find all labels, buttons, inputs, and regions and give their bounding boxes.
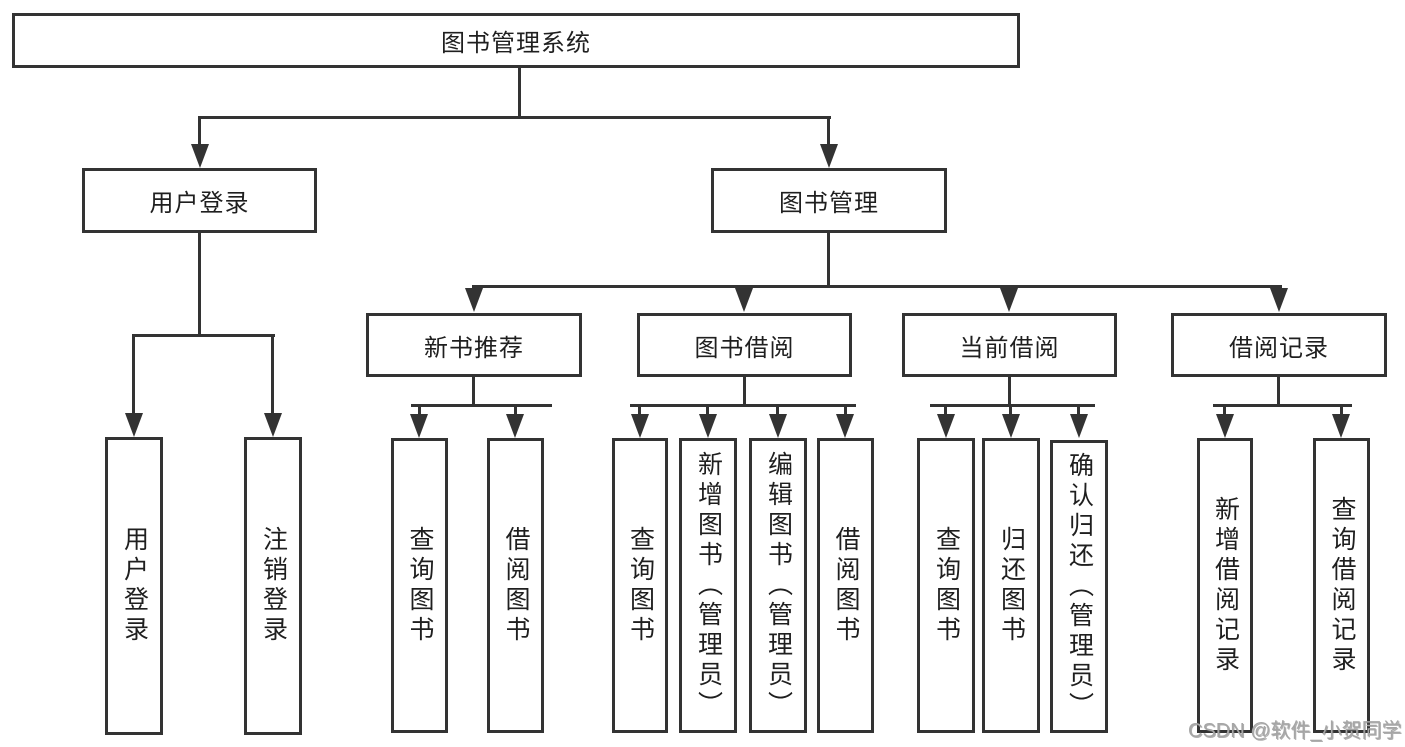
arrow-to-book-borrow xyxy=(735,288,753,312)
arrow-to-rec-query xyxy=(410,414,428,438)
connector-mgmt-stub xyxy=(827,116,830,146)
node-br-query-record-label: 查询借阅记录 xyxy=(1328,495,1356,676)
connector-borrow-child4-stub xyxy=(844,404,847,416)
node-rec-query-books-label: 查询图书 xyxy=(406,525,434,646)
node-borrow-records: 借阅记录 xyxy=(1171,313,1387,377)
node-bb-query-books: 查询图书 xyxy=(612,438,668,733)
node-leaf-user-login: 用户登录 xyxy=(105,437,163,735)
node-user-login: 用户登录 xyxy=(82,168,317,233)
arrow-to-current-borrow xyxy=(1000,288,1018,312)
arrow-to-bb-borrow xyxy=(836,414,854,438)
arrow-to-bb-query xyxy=(631,414,649,438)
node-current-borrow: 当前借阅 xyxy=(902,313,1117,377)
node-cb-query-books: 查询图书 xyxy=(917,438,975,733)
node-book-borrow-label: 图书借阅 xyxy=(694,334,795,362)
connector-history-drop xyxy=(1277,376,1280,406)
node-cb-query-books-label: 查询图书 xyxy=(932,525,961,646)
connector-current-hline xyxy=(930,404,1095,407)
node-new-book-rec-label: 新书推荐 xyxy=(424,334,524,362)
arrow-to-br-query xyxy=(1332,414,1350,438)
connector-history-child2-stub xyxy=(1340,404,1343,416)
csdn-watermark: CSDN @软件_小贺同学 xyxy=(1188,720,1402,742)
connector-current-child1-stub xyxy=(944,404,947,416)
node-current-borrow-label: 当前借阅 xyxy=(959,334,1060,362)
arrow-to-borrow-records xyxy=(1270,288,1288,312)
arrow-to-br-add xyxy=(1216,414,1234,438)
arrow-to-cb-query xyxy=(937,414,955,438)
node-rec-borrow-books: 借阅图书 xyxy=(487,438,544,733)
connector-level3-hline xyxy=(472,285,1282,288)
node-bb-add-books-label: 新增图书（管理员） xyxy=(694,450,723,721)
arrow-to-bb-add xyxy=(699,414,717,438)
connector-login-child2-stub xyxy=(271,334,274,414)
node-book-mgmt-label: 图书管理 xyxy=(779,190,879,217)
connector-borrow-child1-stub xyxy=(638,404,641,416)
connector-rec-hline xyxy=(411,404,552,407)
connector-login-hline xyxy=(132,334,275,337)
connector-login-drop xyxy=(198,232,201,336)
node-rec-borrow-books-label: 借阅图书 xyxy=(502,525,530,646)
arrow-to-new-book-rec xyxy=(465,288,483,312)
connector-current-drop xyxy=(1008,376,1011,406)
connector-borrow-hline xyxy=(630,404,856,407)
connector-root-drop xyxy=(518,67,521,118)
node-bb-borrow-books: 借阅图书 xyxy=(817,438,874,733)
connector-current-child2-stub xyxy=(1009,404,1012,416)
node-borrow-records-label: 借阅记录 xyxy=(1229,334,1329,362)
node-cb-confirm-return-label: 确认归还（管理员） xyxy=(1065,451,1094,722)
arrow-to-cb-return xyxy=(1002,414,1020,438)
node-bb-edit-books: 编辑图书（管理员） xyxy=(749,438,807,733)
node-br-query-record: 查询借阅记录 xyxy=(1313,438,1370,733)
connector-history-hline xyxy=(1213,404,1352,407)
node-br-add-record: 新增借阅记录 xyxy=(1197,438,1253,733)
node-bb-add-books: 新增图书（管理员） xyxy=(679,438,737,733)
connector-rec-drop xyxy=(472,376,475,406)
node-leaf-logout-label: 注销登录 xyxy=(259,526,288,646)
connector-borrow-child3-stub xyxy=(776,404,779,416)
node-bb-edit-books-label: 编辑图书（管理员） xyxy=(764,450,793,721)
node-rec-query-books: 查询图书 xyxy=(391,438,448,733)
node-cb-confirm-return: 确认归还（管理员） xyxy=(1050,440,1108,733)
node-br-add-record-label: 新增借阅记录 xyxy=(1211,495,1240,676)
node-book-borrow: 图书借阅 xyxy=(637,313,852,377)
connector-borrow-child2-stub xyxy=(706,404,709,416)
arrow-to-cb-confirm xyxy=(1070,414,1088,438)
arrow-to-book-mgmt xyxy=(820,144,838,168)
node-bb-borrow-books-label: 借阅图书 xyxy=(832,525,860,646)
node-book-mgmt: 图书管理 xyxy=(711,168,947,233)
node-leaf-logout: 注销登录 xyxy=(244,437,302,735)
connector-borrow-drop xyxy=(743,376,746,406)
arrow-to-leaf-user-login xyxy=(125,413,143,437)
connector-login-child1-stub xyxy=(132,334,135,414)
connector-level2-hline xyxy=(198,116,831,119)
connector-history-child1-stub xyxy=(1223,404,1226,416)
connector-rec-child2-stub xyxy=(514,404,517,416)
connector-login-stub xyxy=(198,116,201,146)
node-cb-return-books: 归还图书 xyxy=(982,438,1040,733)
arrow-to-bb-edit xyxy=(769,414,787,438)
arrow-to-user-login xyxy=(191,144,209,168)
connector-rec-child1-stub xyxy=(418,404,421,416)
connector-mgmt-drop xyxy=(827,232,830,288)
node-root: 图书管理系统 xyxy=(12,13,1020,68)
node-leaf-user-login-label: 用户登录 xyxy=(120,526,149,646)
node-user-login-label: 用户登录 xyxy=(149,190,250,217)
node-root-label: 图书管理系统 xyxy=(441,30,591,57)
node-cb-return-books-label: 归还图书 xyxy=(997,525,1026,646)
node-new-book-rec: 新书推荐 xyxy=(366,313,582,377)
arrow-to-rec-borrow xyxy=(506,414,524,438)
arrow-to-leaf-logout xyxy=(264,413,282,437)
node-bb-query-books-label: 查询图书 xyxy=(626,525,655,646)
connector-current-child3-stub xyxy=(1077,404,1080,416)
